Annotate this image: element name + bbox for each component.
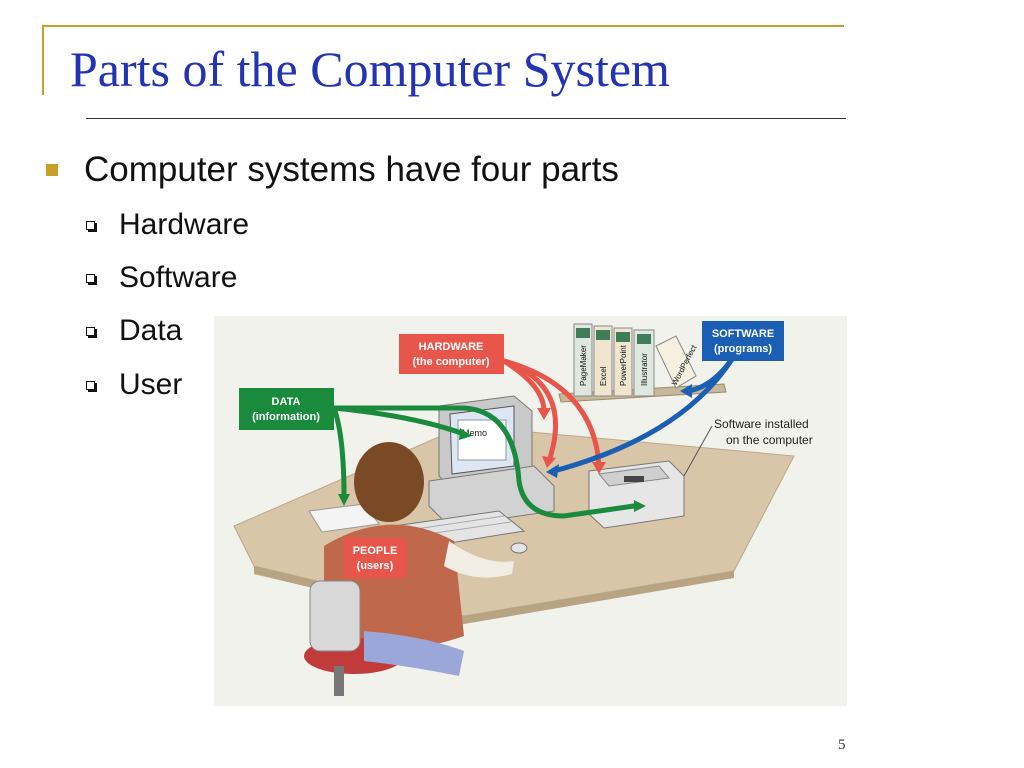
monitor-icon: Memo — [438, 395, 533, 492]
sub-bullet-user: User — [86, 368, 182, 402]
screen-memo-text: Memo — [462, 428, 487, 438]
software-label-title: SOFTWARE — [712, 328, 774, 340]
data-arrows — [331, 405, 637, 519]
hardware-arrows — [501, 358, 602, 469]
checkbox-bullet-icon — [86, 326, 95, 336]
sub-bullet-text: Hardware — [119, 208, 250, 241]
user-figure — [304, 442, 514, 696]
mouse-icon — [510, 542, 528, 554]
sub-bullet-data: Data — [86, 314, 182, 348]
software-label: SOFTWARE (programs) — [702, 321, 784, 361]
main-bullet-text: Computer systems have four parts — [84, 150, 619, 189]
main-bullet: Computer systems have four parts — [46, 150, 619, 190]
title-underline — [86, 118, 846, 119]
checkbox-bullet-icon — [86, 273, 95, 283]
hardware-label-sub: (the computer) — [413, 356, 490, 368]
system-unit — [428, 465, 555, 527]
data-label-sub: (information) — [252, 411, 320, 423]
books-icon — [573, 323, 697, 397]
installed-note-line1: Software installed — [714, 417, 809, 431]
people-label: PEOPLE (users) — [344, 538, 406, 578]
data-label-title: DATA — [272, 396, 301, 408]
sub-bullet-text: Data — [119, 314, 183, 347]
printer-icon — [588, 460, 685, 529]
square-bullet-icon — [46, 164, 58, 176]
checkbox-bullet-icon — [86, 220, 95, 230]
title-frame-vertical — [42, 25, 44, 95]
computer-system-illustration: PageMaker Excel PowerPoint Illustrator W… — [214, 316, 847, 706]
sub-bullet-hardware: Hardware — [86, 208, 249, 242]
sub-bullet-text: Software — [119, 261, 238, 294]
software-label-sub: (programs) — [714, 343, 772, 355]
title-frame-horizontal — [42, 25, 844, 27]
book-title: Excel — [599, 366, 608, 386]
page-number: 5 — [838, 737, 846, 753]
book-title: PowerPoint — [619, 344, 628, 386]
hardware-label-title: HARDWARE — [419, 341, 484, 353]
sub-bullet-text: User — [119, 368, 183, 401]
hardware-label: HARDWARE (the computer) — [399, 334, 504, 374]
installed-note-line2: on the computer — [726, 433, 813, 447]
paper-document — [308, 503, 380, 533]
checkbox-bullet-icon — [86, 380, 95, 390]
data-label: DATA (information) — [239, 388, 334, 430]
people-label-title: PEOPLE — [353, 545, 398, 557]
sub-bullet-software: Software — [86, 261, 237, 295]
book-title: PageMaker — [579, 345, 588, 386]
people-label-sub: (users) — [357, 560, 394, 572]
slide-title: Parts of the Computer System — [70, 41, 670, 97]
book-title: Illustrator — [640, 353, 649, 386]
